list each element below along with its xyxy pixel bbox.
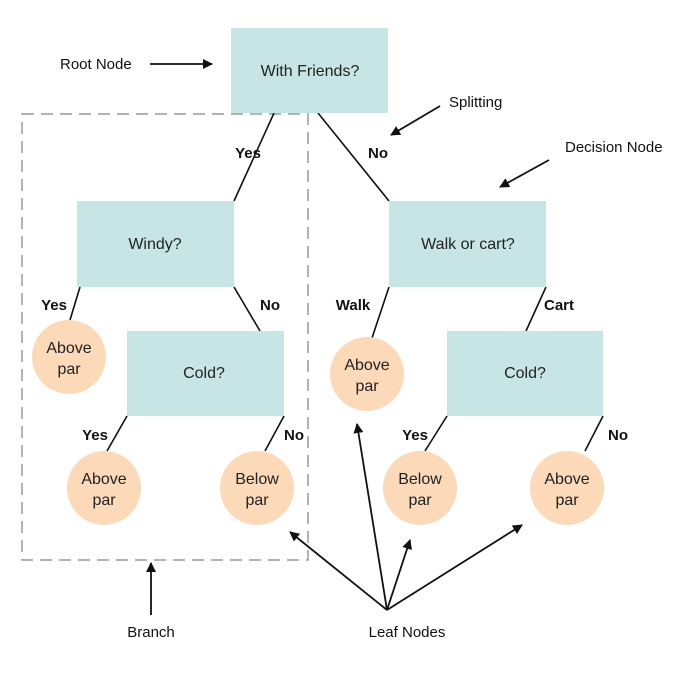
decision-node-cold-right: Cold?: [447, 331, 603, 416]
leaf-label-line1: Above: [81, 471, 126, 488]
leaf-label-line2: par: [245, 492, 269, 509]
edge-root-yes: [233, 112, 275, 202]
edge-cart: [525, 286, 547, 332]
edge-windy-no: [233, 286, 261, 332]
leaf-cold-right-no: Above par: [530, 451, 604, 525]
annotation-splitting: Splitting: [449, 94, 502, 111]
leaf-circle: [383, 451, 457, 525]
edge-windy-yes: [69, 286, 81, 321]
leaf-label-line1: Below: [235, 471, 279, 488]
edge-label-root-no: No: [368, 145, 388, 162]
leaf-circle: [220, 451, 294, 525]
edge-label-walk: Walk: [336, 297, 371, 314]
cold-right-node-box: [447, 331, 603, 416]
edge-label-cold-left-no: No: [284, 427, 304, 444]
leaf-cold-left-no: Below par: [220, 451, 294, 525]
leaf-label-line2: par: [555, 492, 579, 509]
annotation-root-node: Root Node: [60, 56, 132, 73]
edge-label-root-yes: Yes: [235, 145, 261, 162]
cold-left-node-box: [127, 331, 284, 416]
decision-node-root: With Friends?: [231, 28, 388, 113]
tree-edges: [69, 112, 604, 452]
leaf-label-line2: par: [92, 492, 116, 509]
root-node-label: With Friends?: [261, 63, 360, 80]
edge-walk: [371, 286, 390, 339]
edge-label-cold-right-no: No: [608, 427, 628, 444]
decision-node-windy: Windy?: [77, 201, 234, 287]
leaf-label-line1: Above: [344, 357, 389, 374]
leaf-label-line2: par: [408, 492, 432, 509]
decision-node-walk-or-cart: Walk or cart?: [389, 201, 546, 287]
leaf-circle: [330, 337, 404, 411]
branch-outline: [21, 113, 309, 561]
annotation-decision-node: Decision Node: [565, 139, 663, 156]
annotation-branch: Branch: [127, 624, 175, 641]
leaf-windy-yes: Above par: [32, 320, 106, 394]
edge-label-cold-right-yes: Yes: [402, 427, 428, 444]
edge-root-no: [317, 112, 390, 202]
edge-cold-right-yes: [424, 415, 448, 452]
edge-cold-right-no: [584, 415, 604, 452]
cold-left-node-label: Cold?: [183, 365, 225, 382]
leaf-label-line1: Above: [544, 471, 589, 488]
decision-node-cold-left: Cold?: [127, 331, 284, 416]
arrows-leaf-nodes: [289, 423, 523, 611]
arrow-decision-node: [499, 159, 550, 188]
edge-label-cart: Cart: [544, 297, 574, 314]
arrow-leaf-to-walk: [353, 423, 388, 611]
leaf-label-line2: par: [355, 378, 379, 395]
leaf-walk: Above par: [330, 337, 404, 411]
edge-label-cold-left-yes: Yes: [82, 427, 108, 444]
edge-label-windy-no: No: [260, 297, 280, 314]
leaf-circle: [67, 451, 141, 525]
leaf-label-line1: Above: [46, 340, 91, 357]
arrow-leaf-to-cold-right-yes: [386, 539, 412, 611]
root-node-box: [231, 28, 388, 113]
edge-cold-left-no: [264, 415, 285, 452]
walk-or-cart-node-box: [389, 201, 546, 287]
annotation-leaf-nodes: Leaf Nodes: [369, 624, 446, 641]
edge-label-windy-yes: Yes: [41, 297, 67, 314]
edge-cold-left-yes: [106, 415, 128, 452]
windy-node-label: Windy?: [128, 236, 181, 253]
walk-or-cart-node-label: Walk or cart?: [421, 236, 515, 253]
leaf-cold-left-yes: Above par: [67, 451, 141, 525]
arrow-splitting: [390, 105, 441, 136]
arrow-leaf-to-cold-right-no: [386, 524, 523, 611]
leaf-circle: [530, 451, 604, 525]
leaf-label-line2: par: [57, 361, 81, 378]
leaf-cold-right-yes: Below par: [383, 451, 457, 525]
leaf-label-line1: Below: [398, 471, 442, 488]
cold-right-node-label: Cold?: [504, 365, 546, 382]
windy-node-box: [77, 201, 234, 287]
leaf-circle: [32, 320, 106, 394]
arrow-leaf-to-cold-left-no: [289, 531, 388, 611]
